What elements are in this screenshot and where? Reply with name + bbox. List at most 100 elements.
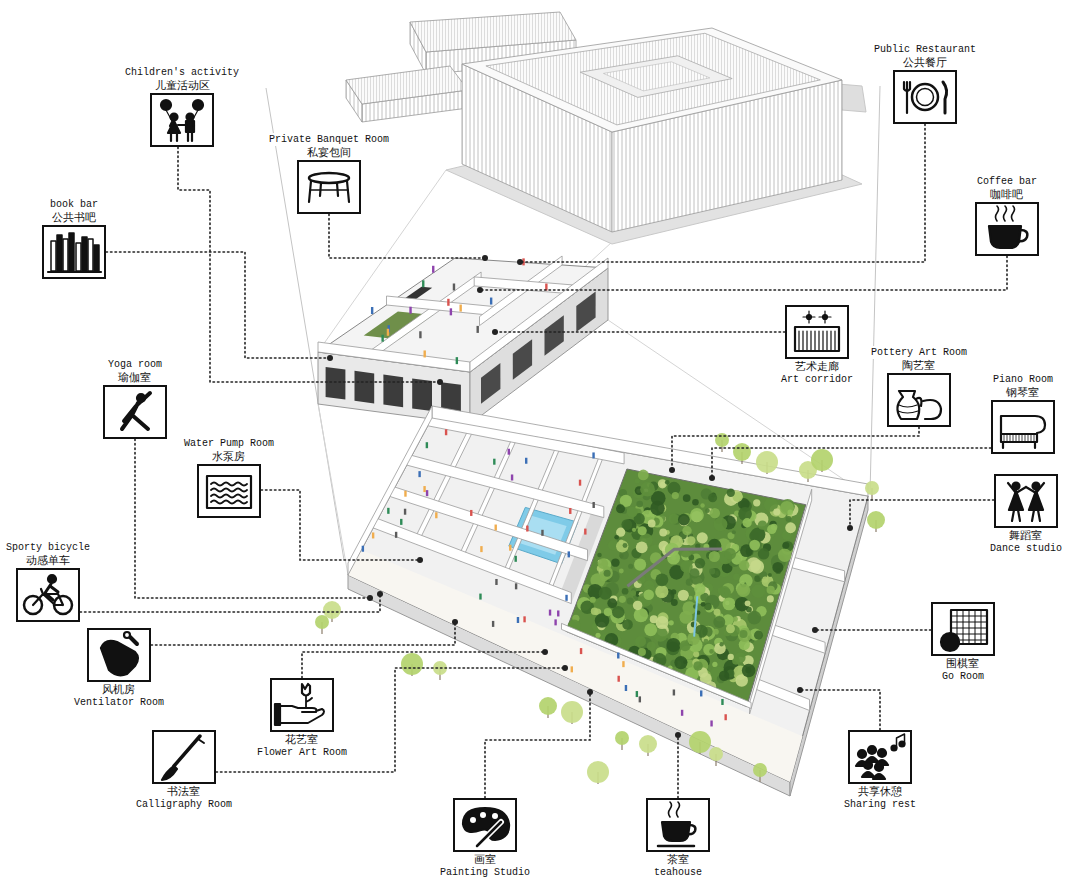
icon-symbol [889, 375, 949, 425]
icon-symbol [455, 800, 515, 850]
person [453, 283, 455, 290]
foliage [773, 509, 780, 516]
foliage [723, 597, 736, 610]
leader-dot [797, 687, 803, 693]
person [404, 491, 406, 497]
person [387, 508, 389, 514]
room-label: 动感单车 [25, 554, 71, 567]
icon-symbol [162, 736, 204, 780]
room-label: Go Room [941, 670, 985, 683]
room-label: Dance studio [989, 542, 1063, 555]
person [456, 357, 458, 364]
icon-glyph [662, 822, 690, 841]
icon-glyph [975, 610, 976, 644]
garden [566, 469, 806, 707]
foliage [714, 518, 728, 532]
icon-symbol [989, 206, 1027, 248]
icon-glyph [187, 114, 194, 121]
leader-line [135, 439, 370, 598]
person [515, 583, 517, 589]
leader-dot [482, 255, 488, 261]
interior-wall [505, 440, 558, 578]
person [445, 429, 447, 435]
room-label: Private Banquet Room [268, 133, 390, 146]
room-label: Yoga room [107, 358, 163, 371]
room-label: 公共餐厅 [902, 56, 948, 69]
leader-dot [669, 467, 675, 473]
label-group: Private Banquet Room私宴包间 [268, 133, 390, 159]
room-label: Flower Art Room [256, 746, 348, 759]
foliage [747, 611, 761, 625]
foliage [622, 588, 629, 595]
icon-glyph [306, 696, 312, 707]
person [511, 474, 513, 480]
foliage [742, 518, 751, 527]
icon-glyph [63, 239, 68, 271]
person [495, 525, 497, 531]
leader-dot [327, 355, 333, 361]
icon-symbol [199, 466, 259, 516]
icon-glyph [1025, 434, 1026, 442]
foliage [597, 553, 602, 558]
room-label: 水泵房 [211, 450, 246, 463]
foliage [703, 644, 715, 656]
label-group: Water Pump Room水泵房 [183, 437, 275, 463]
icon-symbol [1001, 416, 1045, 448]
person [571, 666, 573, 672]
foliage [611, 558, 619, 566]
icon-glyph [1022, 434, 1023, 442]
person [568, 551, 570, 557]
label-group: Coffee bar咖啡吧 [976, 175, 1038, 201]
icon-glyph [822, 331, 823, 351]
icon-glyph [302, 684, 310, 696]
leader-line [712, 448, 991, 478]
icon-symbol [993, 402, 1053, 452]
icon-glyph [1010, 434, 1011, 442]
foliage [738, 628, 752, 642]
foliage [591, 608, 598, 615]
person [508, 449, 510, 455]
leader-dot [812, 627, 818, 633]
person [622, 661, 624, 667]
foliage [709, 497, 713, 501]
room-label: Children's activity [124, 66, 240, 79]
foliage [634, 608, 648, 622]
room-label: 艺术走廊 [794, 360, 840, 373]
leader-dot [517, 259, 523, 265]
icon-symbol [996, 476, 1056, 526]
foliage [604, 608, 612, 616]
interior-wall [387, 296, 494, 316]
foliage [636, 542, 648, 554]
icon-glyph [904, 82, 910, 113]
person [557, 610, 559, 616]
person [579, 480, 581, 486]
leader-line [495, 331, 785, 333]
foliage [739, 630, 747, 638]
person [476, 326, 478, 333]
icon-glyph [309, 181, 349, 202]
foliage [786, 516, 792, 522]
foliage [732, 530, 736, 534]
icon-symbol [161, 100, 203, 141]
icon-glyph [124, 632, 130, 638]
foliage [742, 664, 756, 678]
icon-glyph [943, 82, 947, 113]
leader-line [106, 252, 330, 358]
icon-box: 茶室teahouse [646, 798, 710, 852]
room-label: Sharing rest [843, 798, 917, 811]
foliage [767, 525, 776, 534]
icon-glyph [492, 813, 498, 819]
tree-crown [323, 601, 341, 619]
foliage [590, 597, 596, 603]
window [513, 339, 532, 380]
interior-wall [461, 432, 515, 562]
leader-line [815, 629, 931, 631]
icon-glyph [917, 89, 934, 106]
foliage [669, 513, 679, 523]
icon-symbol [272, 680, 332, 730]
room-label: 书法室 [166, 785, 201, 798]
icon-symbol [897, 391, 941, 419]
icon-glyph [94, 245, 99, 271]
person [424, 350, 426, 357]
icon-glyph [470, 817, 476, 823]
